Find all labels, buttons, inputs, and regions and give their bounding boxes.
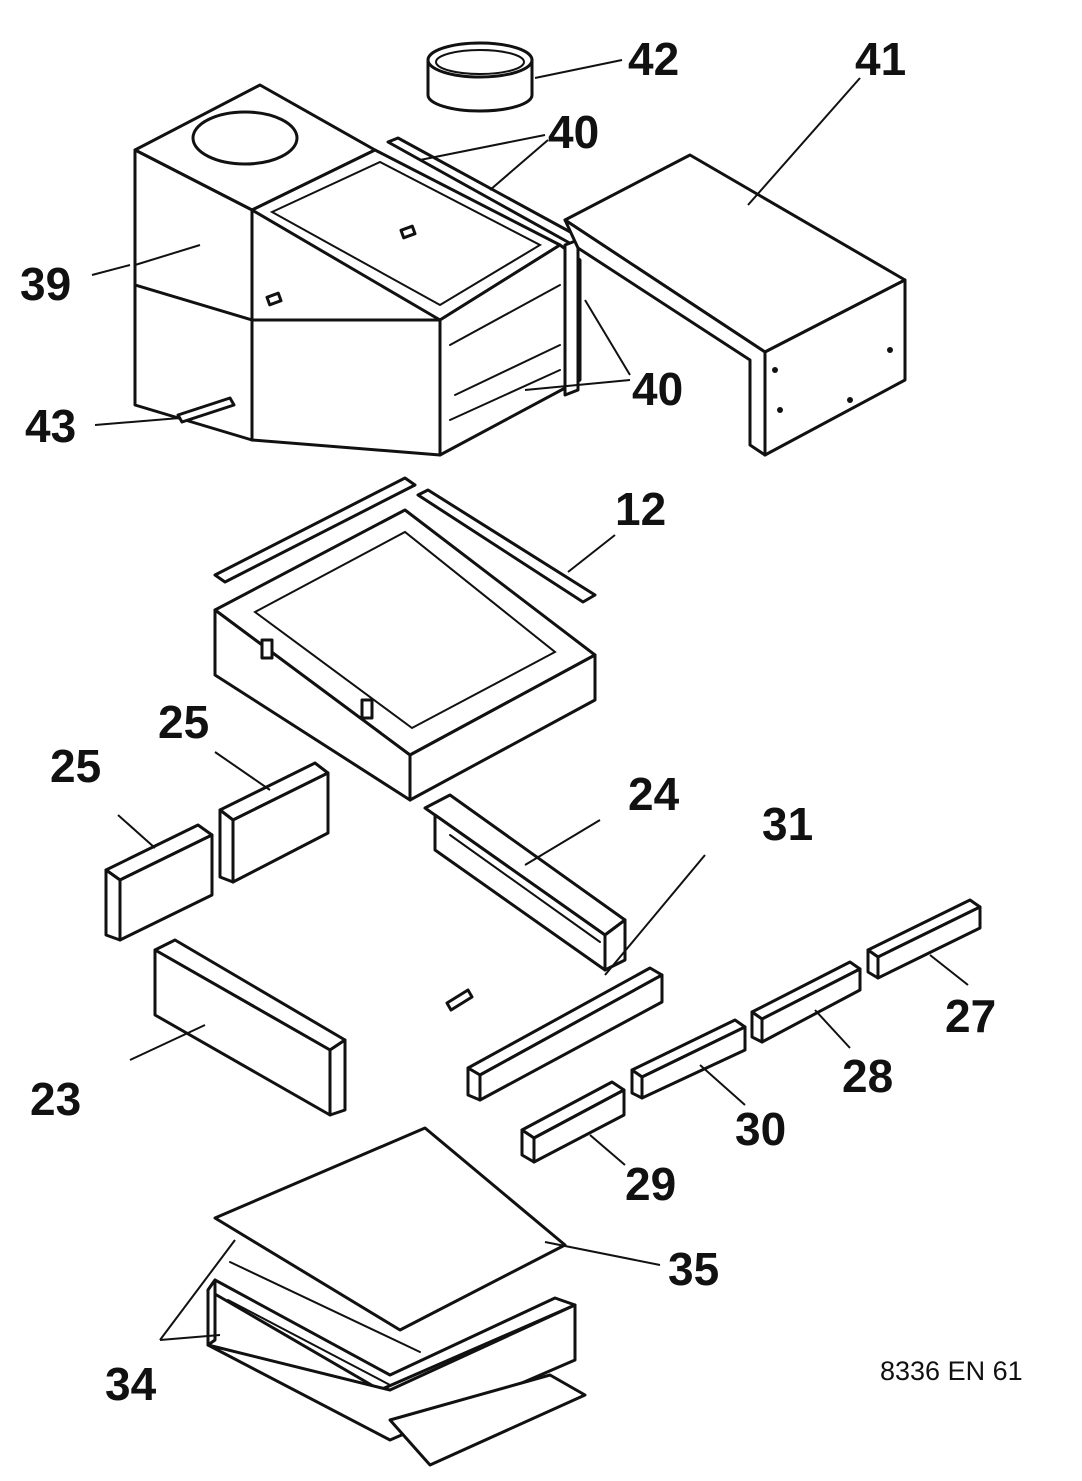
label-34: 34 — [105, 1358, 157, 1410]
label-39: 39 — [20, 258, 71, 310]
part-23-back-brick — [153, 938, 347, 1117]
part-42-flue-collar — [426, 41, 534, 113]
label-42: 42 — [628, 33, 679, 85]
label-29: 29 — [625, 1158, 676, 1210]
part-43-clip — [176, 396, 236, 424]
label-35: 35 — [668, 1243, 719, 1295]
label-24: 24 — [628, 768, 680, 820]
label-40-top: 40 — [548, 106, 599, 158]
part-12-frame — [213, 476, 597, 802]
leader-lines — [91, 59, 969, 1341]
part-39-housing — [133, 83, 582, 457]
small-clip — [445, 988, 474, 1012]
part-34-tray — [206, 1261, 587, 1467]
part-24-side-brick — [423, 793, 627, 972]
label-12: 12 — [615, 483, 666, 535]
part-31-bar — [466, 966, 664, 1102]
label-23: 23 — [30, 1073, 81, 1125]
label-30: 30 — [735, 1103, 786, 1155]
label-43: 43 — [25, 400, 76, 452]
label-27: 27 — [945, 990, 996, 1042]
part-28-bar — [750, 960, 862, 1044]
drawing-reference: 8336 EN 61 — [880, 1356, 1023, 1386]
label-28: 28 — [842, 1050, 893, 1102]
label-41: 41 — [855, 33, 906, 85]
part-27-bar — [866, 898, 982, 980]
label-25-left: 25 — [50, 740, 101, 792]
part-25-bricks — [104, 761, 330, 942]
label-31: 31 — [762, 798, 813, 850]
label-40-bottom: 40 — [632, 363, 683, 415]
part-30-bar — [630, 1018, 747, 1100]
part-40-gaskets — [386, 136, 587, 397]
label-25-right: 25 — [158, 696, 209, 748]
part-29-bar — [520, 1080, 626, 1164]
part-35-plate — [213, 1126, 567, 1332]
part-41-cover — [563, 153, 907, 457]
